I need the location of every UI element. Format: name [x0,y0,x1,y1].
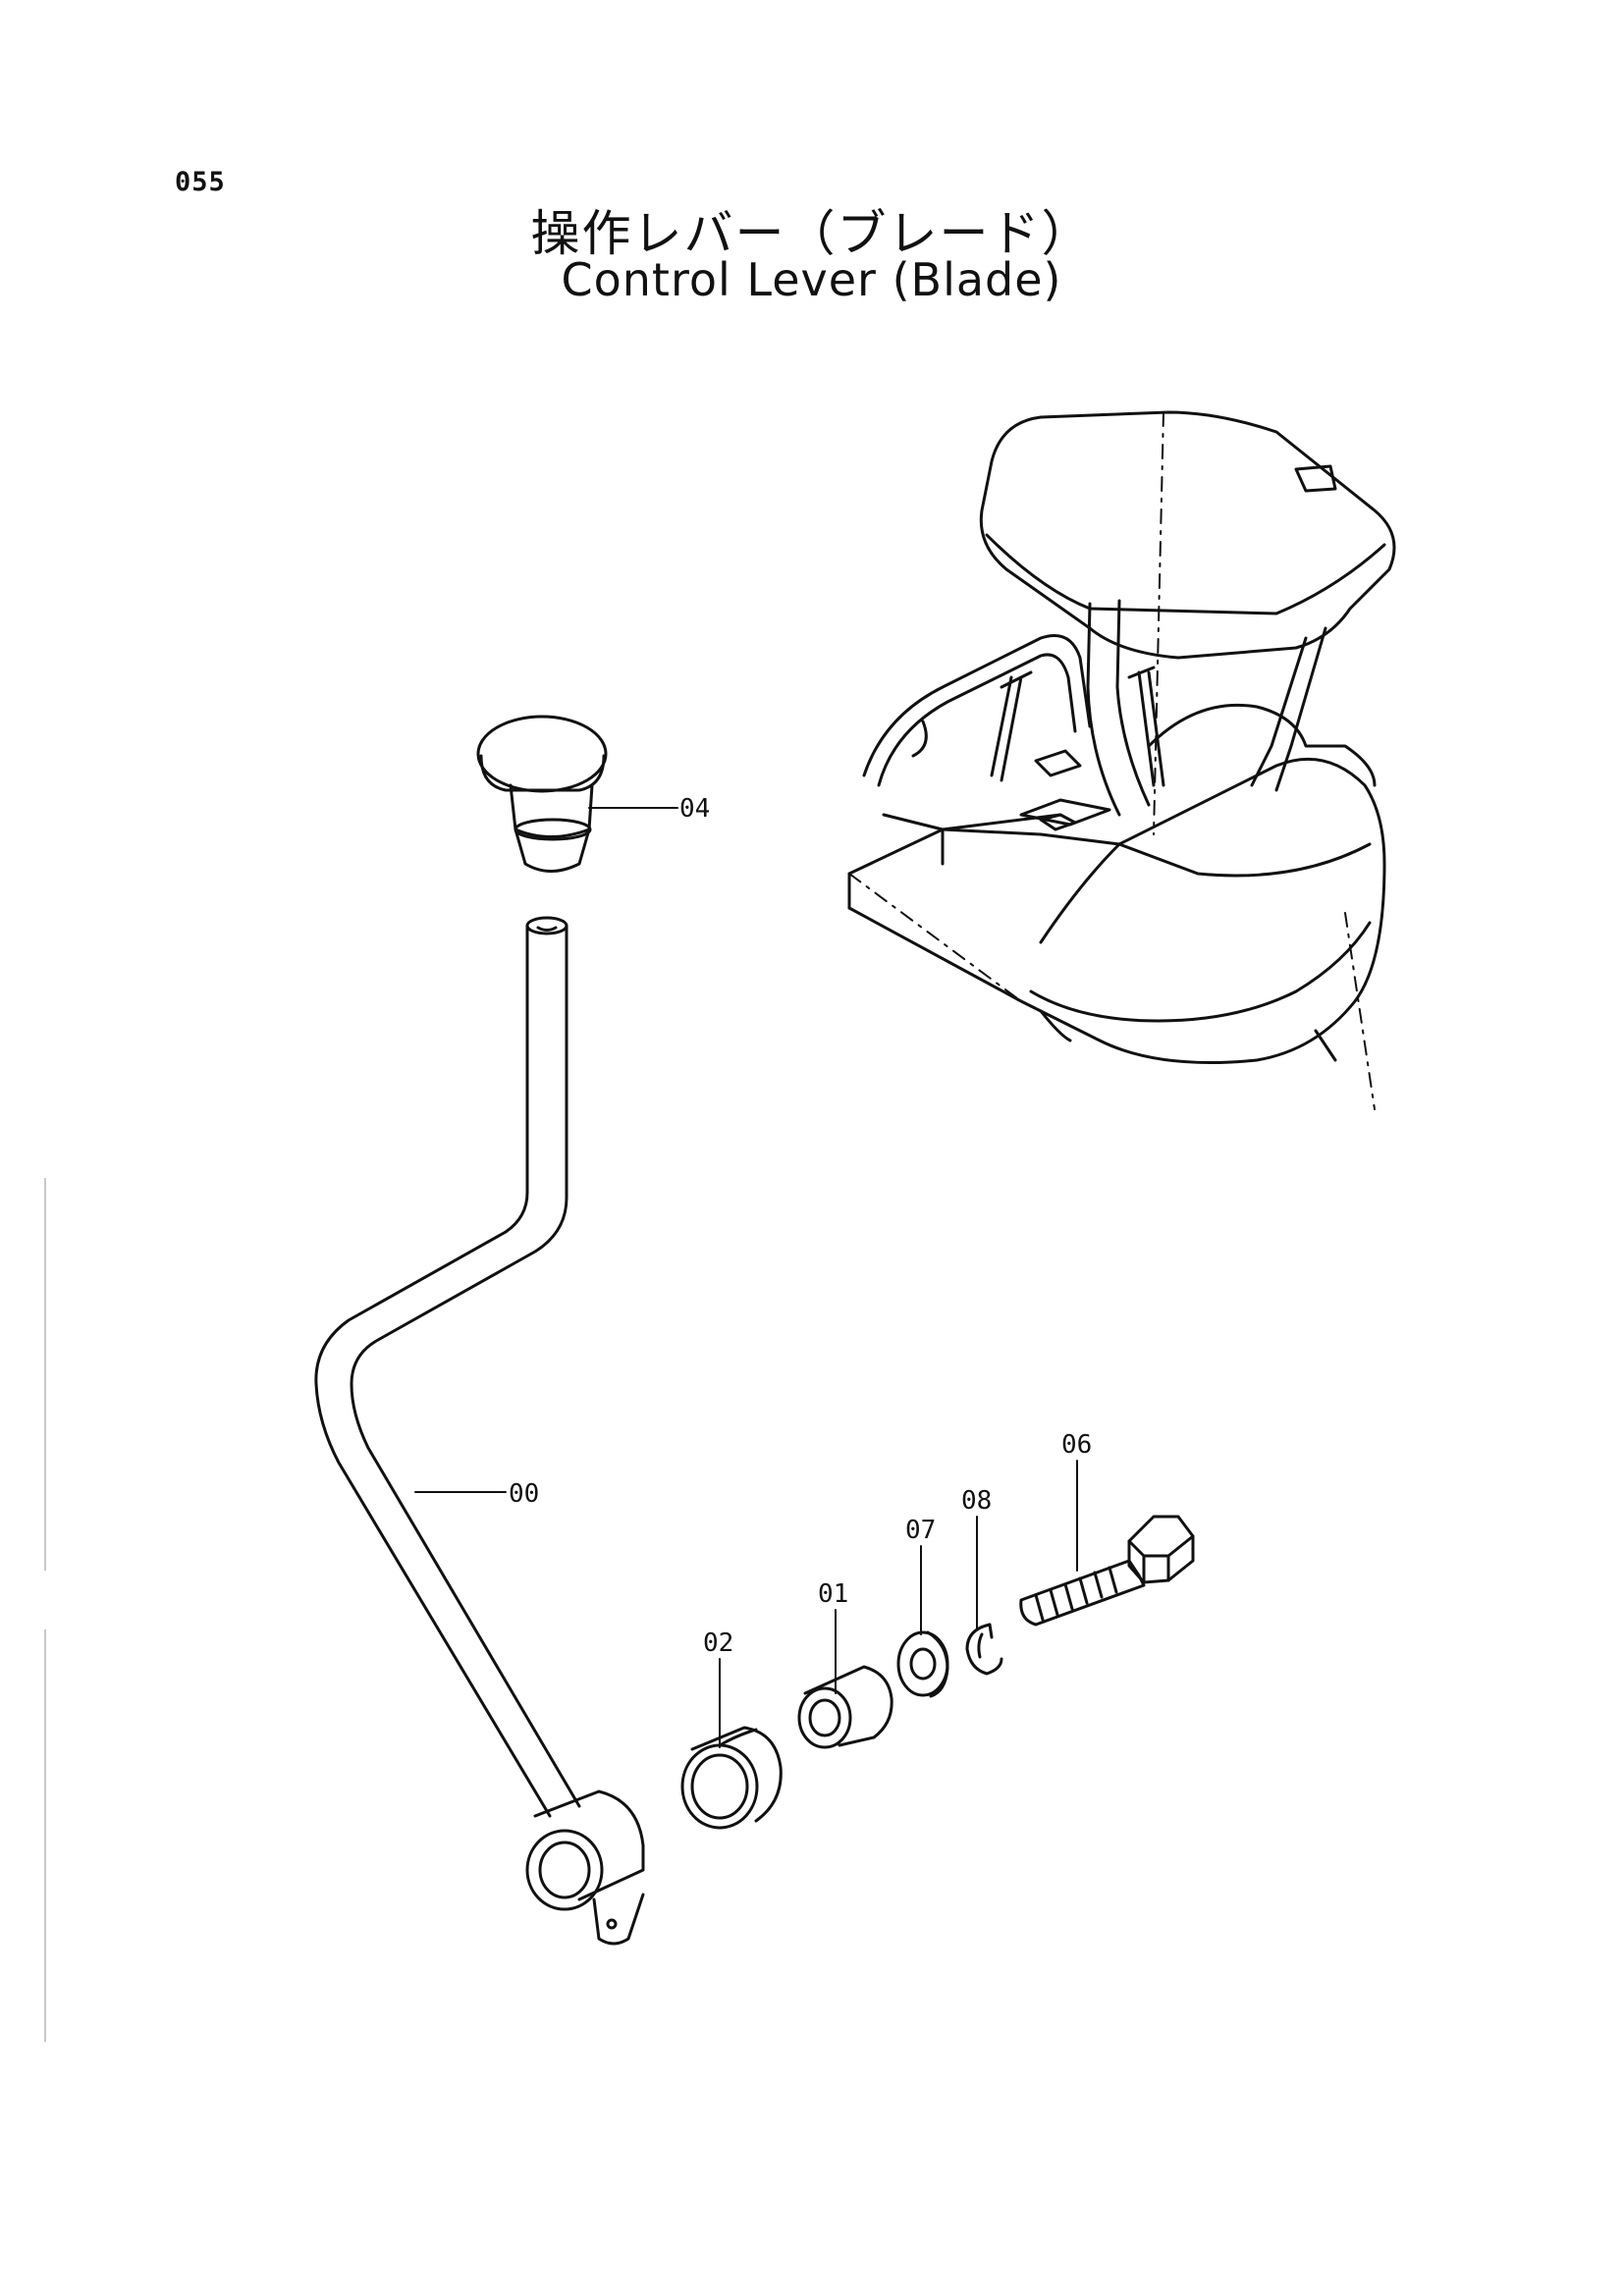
part-bushing-small [797,1665,893,1749]
callout-06: 06 [1061,1430,1092,1460]
part-lever-rod [314,916,645,1946]
page-number: 055 [175,167,226,197]
callout-01: 01 [818,1579,848,1609]
part-washer [896,1630,949,1698]
callout-00: 00 [509,1479,539,1509]
callout-08: 08 [961,1486,992,1516]
callout-leaders [414,807,1078,1748]
part-bushing-large [680,1726,783,1830]
machine-overview-illustration [847,410,1396,1110]
part-snap-ring [965,1623,1003,1676]
part-bolt [1019,1515,1195,1627]
page-title-japanese: 操作レバー（ブレード） [530,205,1093,262]
scan-edge-mark [44,1629,46,2042]
part-knob [476,715,608,873]
callout-04: 04 [679,794,710,824]
callout-02: 02 [703,1629,733,1658]
callout-07: 07 [905,1516,936,1545]
page-title-english: Control Lever (Blade) [561,253,1062,306]
scan-edge-mark [44,1178,46,1571]
